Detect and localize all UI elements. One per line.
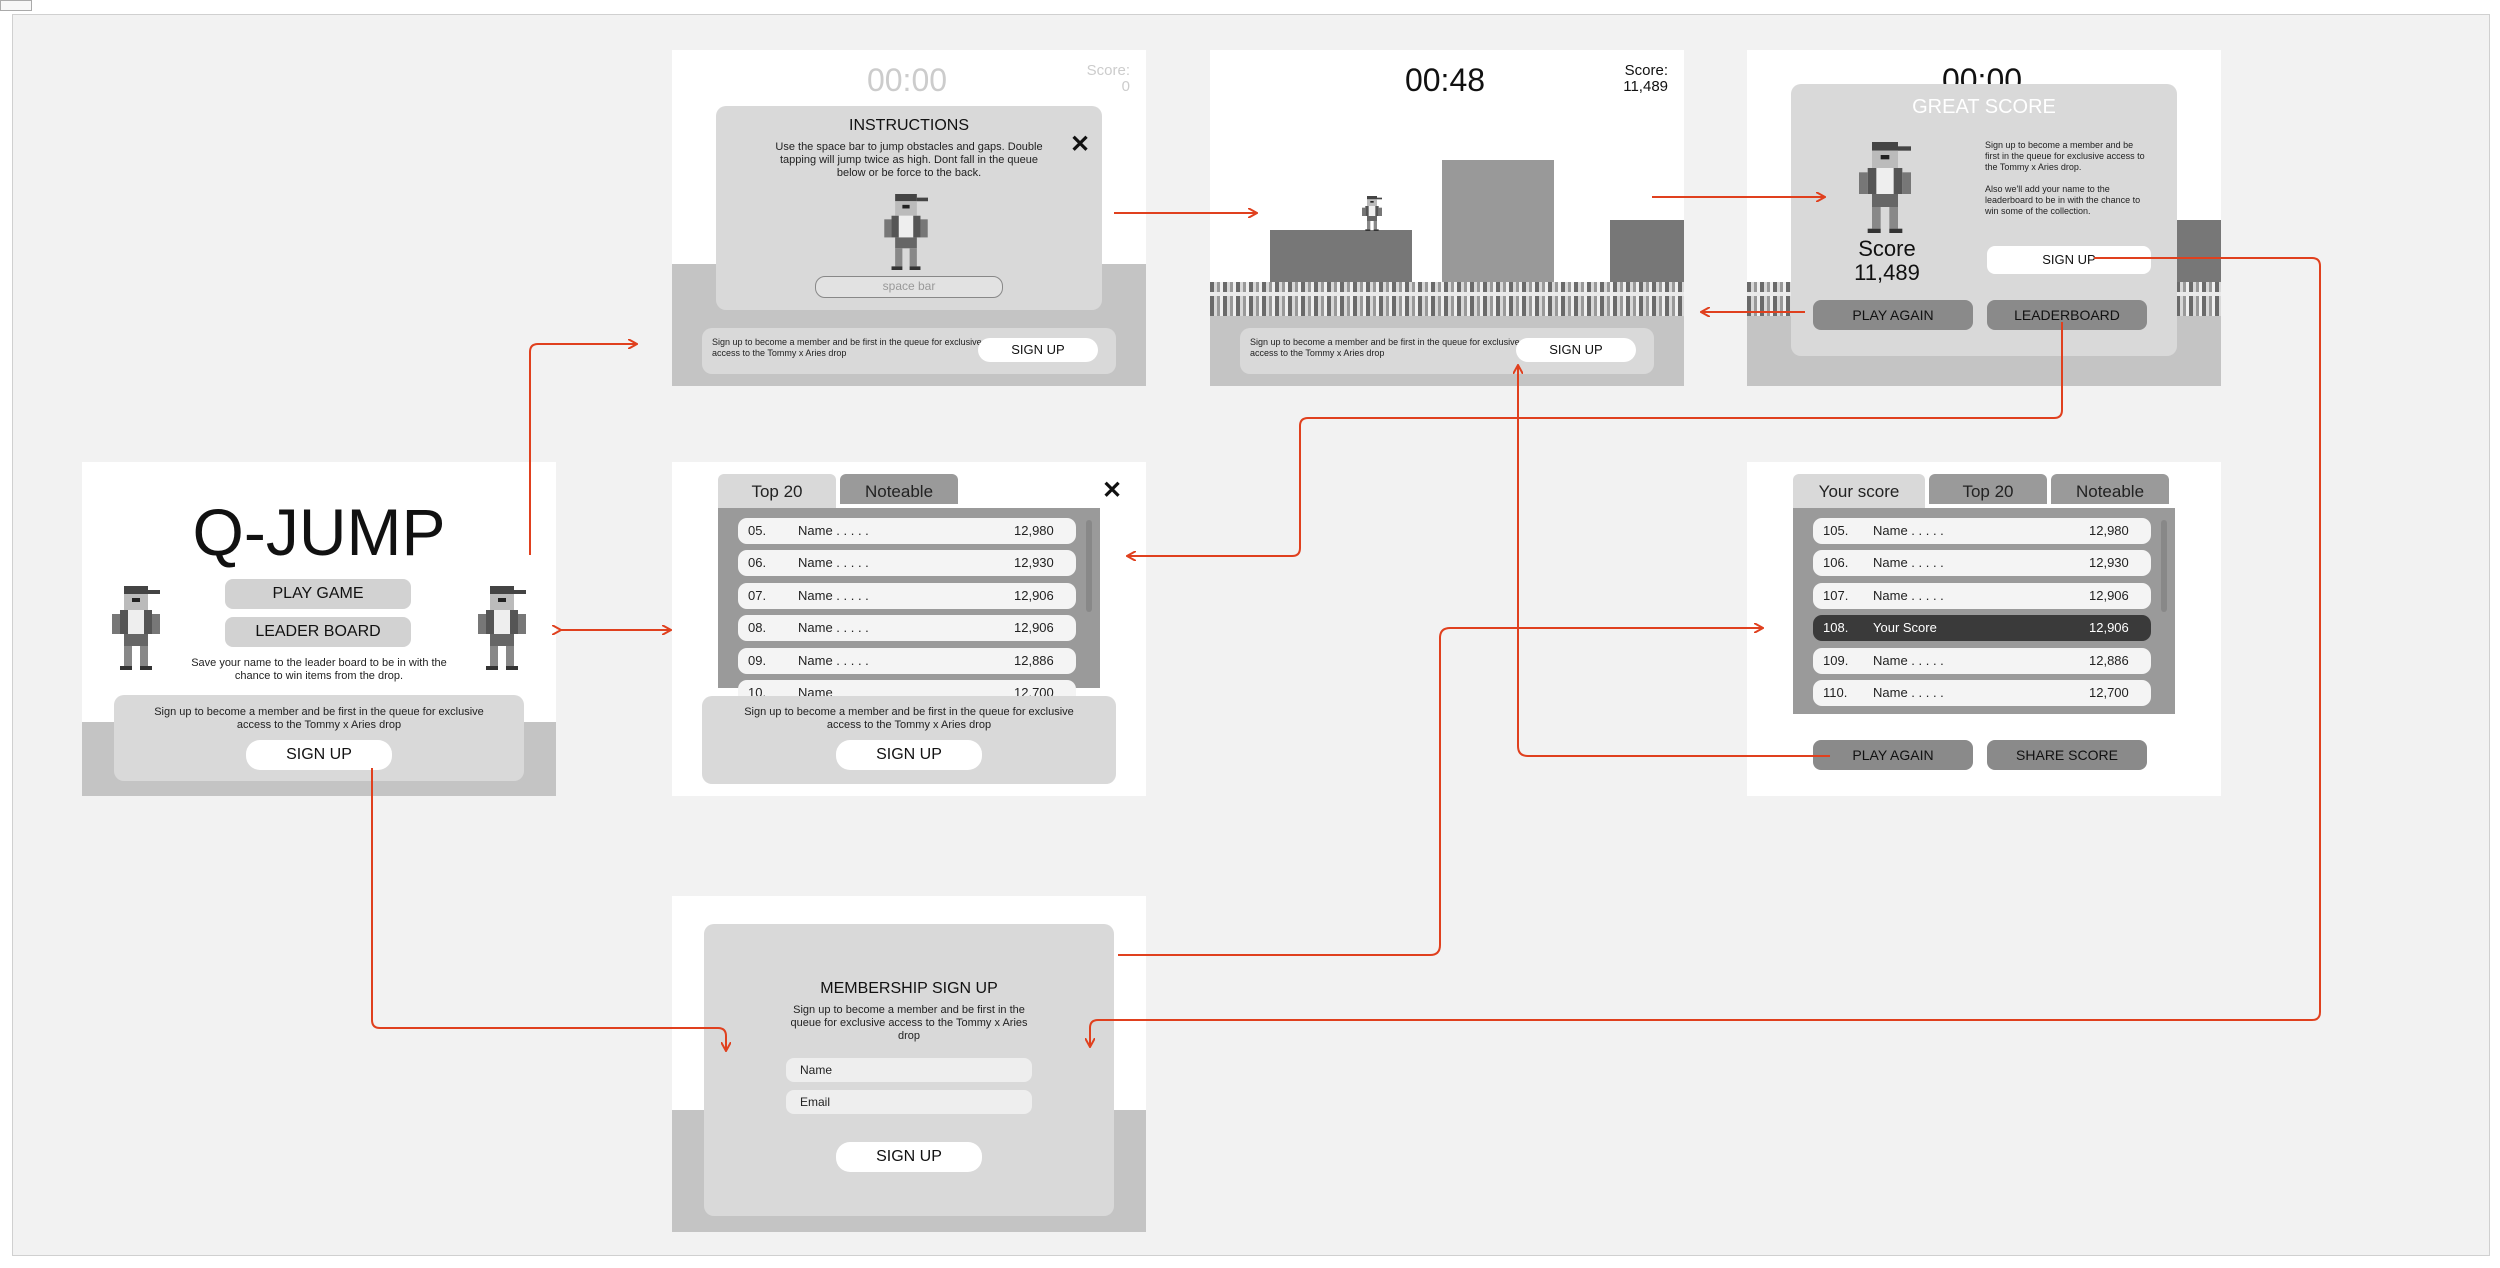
score-value: 11,489	[1623, 78, 1668, 95]
signup-button[interactable]: SIGN UP	[246, 740, 392, 770]
table-row: 06.Name . . . . .12,930	[738, 550, 1076, 576]
tab-your-score-label: Your score	[1818, 482, 1900, 501]
great-score-heading: GREAT SCORE	[1912, 96, 2056, 118]
scrollbar[interactable]	[2161, 520, 2167, 612]
your-score-screen: Your score Top 20 Noteable 105.Name . . …	[1747, 462, 2221, 796]
play-again-button[interactable]: PLAY AGAIN	[1813, 740, 1973, 770]
tab-top-20-label: Top 20	[1962, 482, 2014, 501]
table-row: 09.Name . . . . .12,886	[738, 648, 1076, 674]
queue-crowd	[1210, 282, 1684, 316]
signup-button[interactable]: SIGN UP	[1987, 246, 2151, 274]
signup-text: Sign up to become a member and be first …	[154, 706, 484, 731]
table-row: 110.Name . . . . .12,700	[1813, 680, 2151, 706]
great-score-body: Sign up to become a member and be first …	[1985, 140, 2145, 172]
arrow-home-to-membership	[371, 768, 726, 1050]
great-score-body-2: Also we'll add your name to the leaderbo…	[1985, 184, 2141, 216]
arrow-great-to-membership	[1090, 257, 2321, 1046]
score-label: Score:	[1624, 62, 1668, 79]
platform-block	[1270, 230, 1412, 290]
scrollbar[interactable]	[1086, 520, 1092, 612]
table-row: 106.Name . . . . .12,930	[1813, 550, 2151, 576]
timer: 00:00	[866, 62, 948, 98]
save-name-text: Save your name to the leader board to be…	[191, 657, 447, 682]
game-title: Q-JUMP	[192, 495, 446, 569]
signup-text: Sign up to become a member and be first …	[744, 706, 1074, 731]
leaderboard-screen: Top 20 Noteable ✕ 05.Name . . . . .12,98…	[672, 462, 1146, 796]
tab-top-20[interactable]	[718, 474, 836, 508]
tab-top-20[interactable]	[1929, 474, 2047, 504]
instructions-heading: INSTRUCTIONS	[849, 117, 969, 134]
instructions-screen: 00:00 Score: 0 INSTRUCTIONS Use the spac…	[672, 50, 1146, 386]
tab-noteable-label: Noteable	[2075, 482, 2145, 501]
arrow-yourscore-to-game	[1518, 366, 1830, 757]
signup-button[interactable]: SIGN UP	[836, 740, 982, 770]
instructions-body: Use the space bar to jump obstacles and …	[775, 141, 1043, 179]
email-field-label: Email	[800, 1095, 831, 1109]
tab-your-score[interactable]	[1793, 474, 1925, 512]
signup-text: Sign up to become a member and be first …	[1250, 337, 1520, 358]
platform-block	[1610, 220, 1684, 290]
table-row: 08.Name . . . . .12,906	[738, 615, 1076, 641]
arrow-home-to-instructions	[529, 344, 636, 555]
membership-body: Sign up to become a member and be first …	[790, 1004, 1028, 1042]
tab-top-20-label: Top 20	[751, 482, 803, 501]
share-score-button[interactable]: SHARE SCORE	[1987, 740, 2147, 770]
arrow-great-to-leaderboard	[1128, 322, 2063, 556]
space-bar-key[interactable]	[815, 276, 1003, 298]
home-screen: Q-JUMP PLAY GAME LEADER BOARD Save your …	[82, 462, 556, 796]
play-game-button[interactable]: PLAY GAME	[225, 579, 411, 609]
score-value: 0	[1121, 78, 1130, 95]
space-bar-label: space bar	[882, 279, 936, 293]
leader-board-button[interactable]: LEADER BOARD	[225, 617, 411, 647]
table-row: 105.Name . . . . .12,980	[1813, 518, 2151, 544]
timer: 00:48	[1404, 62, 1486, 98]
tab-noteable[interactable]	[2051, 474, 2169, 504]
signup-button[interactable]: SIGN UP	[978, 338, 1098, 362]
table-row: 07.Name . . . . .12,906	[738, 583, 1076, 609]
game-screen: 00:48 Score: 11,489 Sign up to become a …	[1210, 50, 1684, 386]
score-label: Score:	[1086, 62, 1130, 79]
play-again-button[interactable]: PLAY AGAIN	[1813, 300, 1973, 330]
close-icon[interactable]: ✕	[1102, 477, 1123, 504]
tab-noteable[interactable]	[840, 474, 958, 504]
name-field[interactable]	[786, 1058, 1032, 1082]
score-value: 11,489	[1854, 260, 1920, 285]
table-row: 05.Name . . . . .12,980	[738, 518, 1076, 544]
leaderboard-button[interactable]: LEADERBOARD	[1987, 300, 2147, 330]
score-label: Score	[1858, 236, 1916, 261]
platform-block	[1442, 160, 1554, 290]
signup-button[interactable]: SIGN UP	[836, 1142, 982, 1172]
table-row: 109.Name . . . . .12,886	[1813, 648, 2151, 674]
arrow-membership-to-yourscore	[1118, 628, 1762, 956]
membership-heading: MEMBERSHIP SIGN UP	[820, 980, 998, 997]
close-icon[interactable]: ✕	[1070, 131, 1091, 158]
great-score-screen: 00:00 GREAT SCORE Score 11,489 Sign up t…	[1747, 50, 2221, 386]
membership-screen: MEMBERSHIP SIGN UP Sign up to become a m…	[672, 896, 1146, 1232]
name-field-label: Name	[800, 1063, 833, 1077]
signup-text: Sign up to become a member and be first …	[712, 337, 982, 358]
signup-button[interactable]: SIGN UP	[1516, 338, 1636, 362]
tab-noteable-label: Noteable	[864, 482, 934, 501]
email-field[interactable]	[786, 1090, 1032, 1114]
table-row: 107.Name . . . . .12,906	[1813, 583, 2151, 609]
frame-tag	[0, 0, 32, 11]
